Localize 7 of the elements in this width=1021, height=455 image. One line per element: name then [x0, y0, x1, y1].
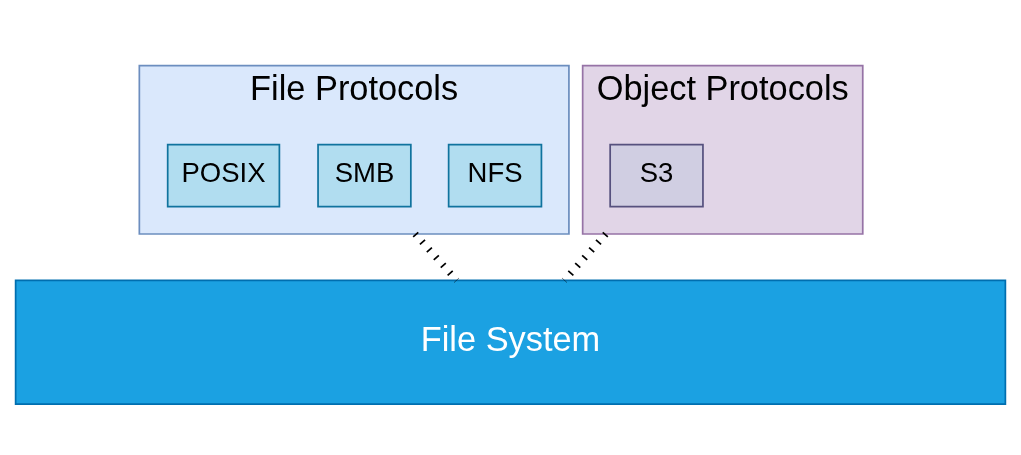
node-box: File System [14, 279, 1007, 405]
connector [561, 231, 609, 283]
node-box: NFS [447, 143, 543, 207]
node-box: S3 [609, 143, 704, 207]
node-box: POSIX [166, 143, 281, 207]
connector [412, 231, 460, 283]
node-box: SMB [317, 143, 412, 207]
